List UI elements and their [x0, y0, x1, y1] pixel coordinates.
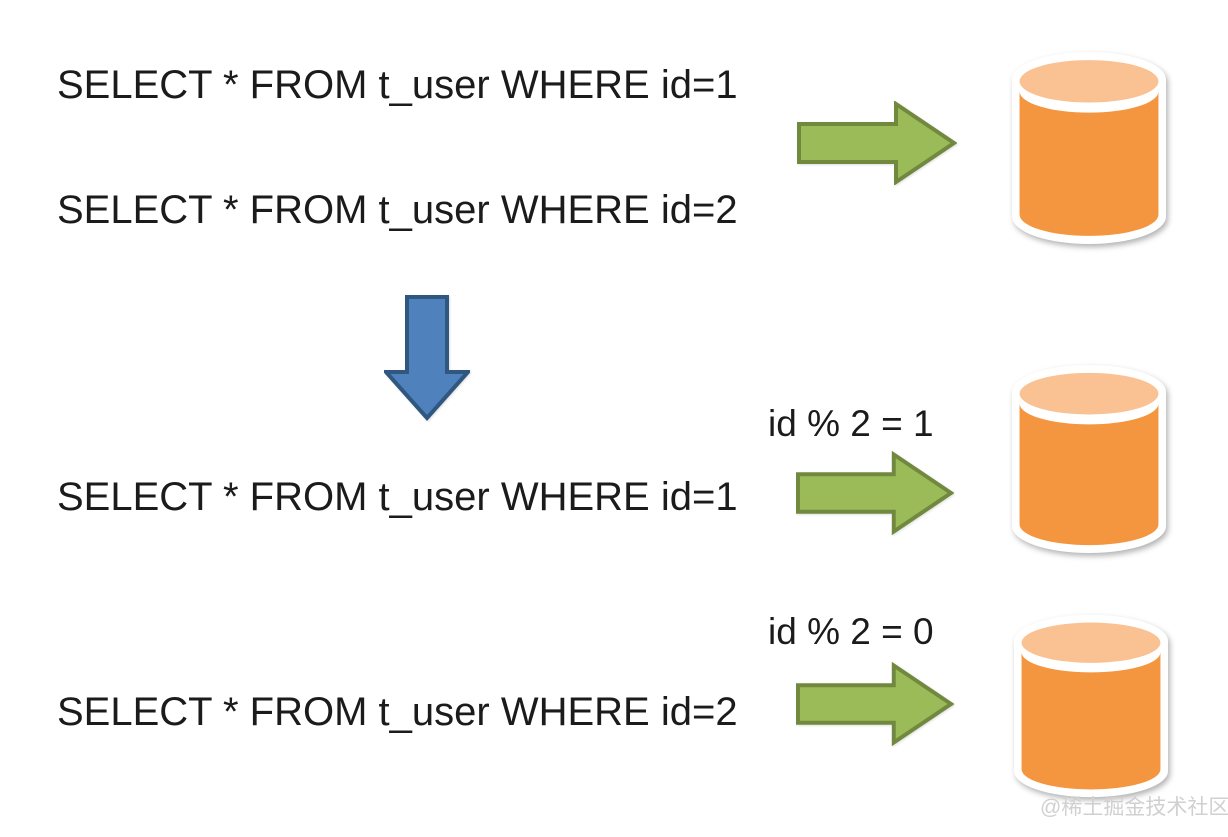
database-top-ellipse [1019, 60, 1159, 103]
shard-rule-label-2: id % 2 = 0 [768, 611, 934, 652]
database-body [1021, 652, 1161, 790]
database-icon-shard-1 [1012, 364, 1166, 554]
green-right-arrow-shape [796, 451, 954, 535]
blue-down-arrow-icon [384, 295, 470, 421]
database-top-ellipse [1019, 372, 1159, 415]
green-right-arrow-icon [797, 101, 957, 185]
green-right-arrow-icon [796, 451, 954, 535]
database-icon-single [1012, 52, 1166, 244]
sql-query-after-2: SELECT * FROM t_user WHERE id=2 [57, 690, 738, 734]
green-right-arrow-shape [797, 101, 957, 185]
green-right-arrow-shape [796, 662, 954, 746]
shard-rule-label-1: id % 2 = 1 [768, 403, 934, 444]
blue-down-arrow-shape [384, 295, 470, 421]
green-right-arrow-icon [796, 662, 954, 746]
database-body [1019, 91, 1159, 236]
sql-query-before-2: SELECT * FROM t_user WHERE id=2 [57, 188, 738, 232]
watermark-text: @稀土掘金技术社区 [1040, 796, 1228, 819]
database-top-ellipse [1021, 622, 1161, 663]
sql-query-before-1: SELECT * FROM t_user WHERE id=1 [57, 63, 738, 107]
database-body [1019, 403, 1159, 546]
database-icon-shard-2 [1014, 614, 1168, 798]
sql-query-after-1: SELECT * FROM t_user WHERE id=1 [57, 475, 738, 519]
